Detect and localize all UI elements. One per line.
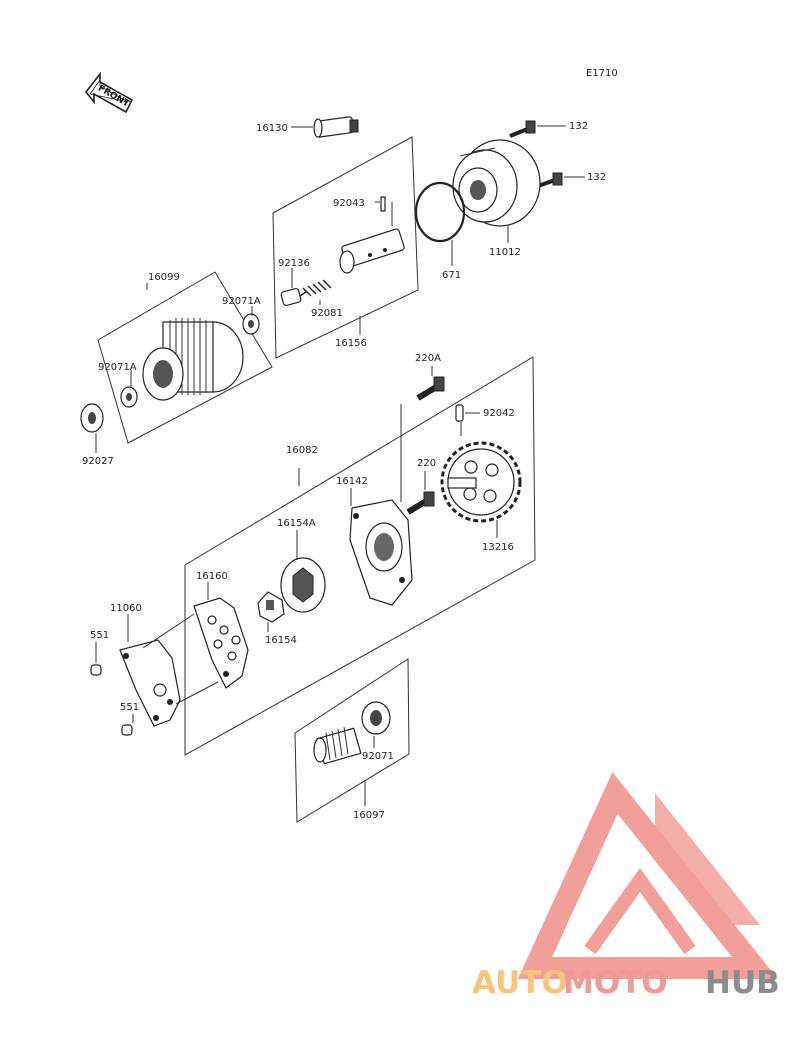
part-label-16130: 16130 [256,123,288,134]
part-11060-cover-drawing [119,639,181,727]
part-16154-rotor-drawing [257,591,285,623]
part-label-11012: 11012 [489,247,521,258]
watermark-text: AUTO MOTO HUB [472,965,780,1001]
part-label-92071A: 92071A [222,296,261,307]
part-16130-drawing [313,116,359,138]
part-16097-screen-drawing [313,701,391,765]
part-label-16099: 16099 [148,272,180,283]
oil-filter-group-box [97,271,273,444]
watermark-text-auto: AUTO [472,965,568,1001]
diagram-ref-code: E1710 [586,68,618,79]
watermark-text-hub: HUB [705,965,780,1001]
part-label-92042: 92042 [483,408,515,419]
part-label-132-lower: 132 [587,172,606,183]
part-220A-bolt-drawing [416,376,445,401]
oil-pump-group-box [184,356,536,756]
part-label-16097: 16097 [353,810,385,821]
bypass-valve-group-box [272,136,419,359]
part-11012-cover-drawing [452,139,541,227]
part-label-92081: 92081 [311,308,343,319]
part-16160-housing-drawing [193,597,249,689]
part-label-92043: 92043 [333,198,365,209]
part-label-16082: 16082 [286,445,318,456]
part-label-92071A-left: 92071A [98,362,137,373]
part-16154A-rotor-drawing [280,557,326,613]
front-arrow-icon: FRONT [84,71,134,114]
part-label-220A: 220A [415,353,441,364]
part-label-16154A: 16154A [277,518,316,529]
part-132-bolt-drawing [509,120,563,188]
part-label-92027: 92027 [82,456,114,467]
part-13216-gear-drawing [440,441,522,523]
part-label-671: 671 [442,270,461,281]
part-92042-pin-drawing [455,404,464,422]
part-16156-valve-drawing [280,228,405,307]
part-551-dowel-drawing [90,664,102,676]
part-label-11060: 11060 [110,603,142,614]
part-label-92136: 92136 [278,258,310,269]
part-92043-pin-drawing [380,196,386,212]
part-label-16160: 16160 [196,571,228,582]
part-label-16156: 16156 [335,338,367,349]
screen-group-box [294,658,410,823]
part-label-551: 551 [90,630,109,641]
part-16142-plate-drawing [349,499,413,606]
part-551-dowel-lower-drawing [121,724,133,736]
part-label-220: 220 [417,458,436,469]
part-label-16154: 16154 [265,635,297,646]
part-label-92071: 92071 [362,751,394,762]
part-16099-filter-drawing [80,313,260,433]
part-label-551-lower: 551 [120,702,139,713]
part-671-oring-drawing [414,181,466,243]
part-220-bolt-drawing [406,491,435,515]
part-label-13216: 13216 [482,542,514,553]
watermark-text-moto: MOTO [563,965,668,1001]
part-label-16142: 16142 [336,476,368,487]
watermark-logo [517,772,778,979]
part-label-132: 132 [569,121,588,132]
